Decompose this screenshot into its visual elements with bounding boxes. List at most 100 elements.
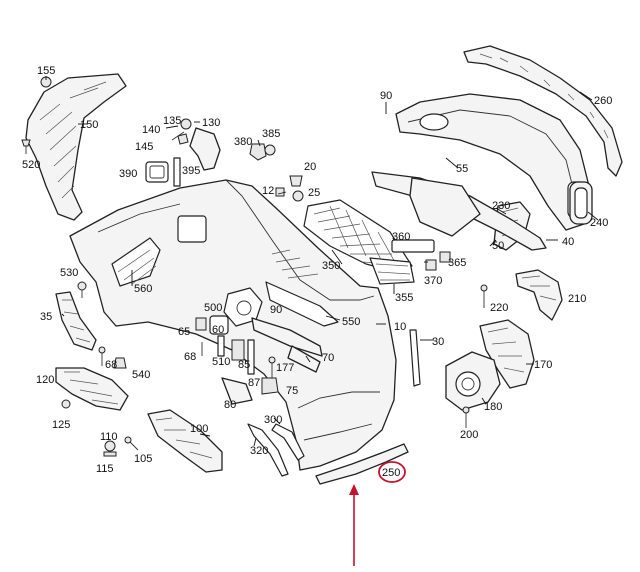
part-320-molding — [247, 423, 289, 477]
label-75: 75 — [286, 385, 298, 397]
label-200: 200 — [460, 429, 478, 441]
part-90-bracket — [251, 317, 323, 357]
part-40-lower-molding — [371, 171, 547, 251]
part-35-side-bracket — [55, 291, 97, 351]
label-90-mid: 90 — [270, 304, 282, 316]
label-380: 380 — [234, 136, 252, 148]
label-177: 177 — [276, 362, 294, 374]
label-12: 12 — [262, 185, 274, 197]
label-145: 145 — [135, 141, 153, 153]
label-150: 150 — [80, 119, 98, 131]
label-520: 520 — [22, 159, 40, 171]
label-25: 25 — [308, 187, 320, 199]
label-390: 390 — [119, 168, 137, 180]
part-30-rod — [409, 329, 421, 387]
part-80-bracket — [221, 377, 253, 405]
label-550: 550 — [342, 316, 360, 328]
label-155: 155 — [37, 65, 55, 77]
label-210: 210 — [568, 293, 586, 305]
part-105-screw — [124, 436, 139, 451]
label-10: 10 — [394, 321, 406, 333]
part-300-strip — [271, 423, 305, 461]
label-65: 65 — [178, 326, 190, 338]
part-labels: 155 150 520 140 135 130 145 390 395 380 … — [22, 65, 612, 475]
label-135: 135 — [163, 115, 181, 127]
label-85: 85 — [238, 359, 250, 371]
label-230: 230 — [492, 200, 510, 212]
part-60-sensor-bracket — [195, 315, 229, 356]
label-70: 70 — [322, 352, 334, 364]
part-130-sensor-holder — [171, 118, 221, 171]
part-355-grille-lower — [369, 257, 415, 285]
part-510-rod — [217, 335, 245, 361]
label-120: 120 — [36, 374, 54, 386]
label-30: 30 — [432, 336, 444, 348]
label-80: 80 — [224, 399, 236, 411]
part-68-screw-left — [98, 346, 106, 366]
label-100: 100 — [190, 423, 208, 435]
label-105: 105 — [134, 453, 152, 465]
label-68-mid: 68 — [184, 351, 196, 363]
part-120-bracket — [55, 367, 129, 411]
part-220-bolt — [480, 284, 488, 308]
part-360-bracket — [391, 239, 451, 271]
label-510: 510 — [212, 356, 230, 368]
part-530-screw — [77, 281, 87, 298]
arrow-head — [349, 484, 359, 495]
highlight-callout: 250 — [349, 461, 406, 566]
part-540-clip — [113, 357, 127, 369]
label-500: 500 — [204, 302, 222, 314]
label-68-left: 68 — [105, 359, 117, 371]
label-360: 360 — [392, 231, 410, 243]
part-100-bracket — [147, 409, 223, 473]
label-395: 395 — [182, 165, 200, 177]
label-55: 55 — [456, 163, 468, 175]
part-560-cover — [97, 203, 181, 233]
part-20-clip — [275, 175, 304, 202]
label-355: 355 — [395, 292, 413, 304]
part-70-bracket — [287, 345, 321, 373]
label-350: 350 — [322, 260, 340, 272]
label-170: 170 — [534, 359, 552, 371]
label-180: 180 — [484, 401, 502, 413]
part-240-tailpipe-trim — [569, 181, 593, 225]
part-550-rail — [265, 281, 339, 327]
label-250: 250 — [382, 467, 400, 479]
part-177-bolt — [268, 356, 276, 378]
label-130: 130 — [202, 117, 220, 129]
part-380-clip — [249, 143, 276, 161]
part-170-bracket — [479, 319, 535, 389]
label-20: 20 — [304, 161, 316, 173]
part-87-rod — [247, 339, 255, 375]
label-240: 240 — [590, 217, 608, 229]
part-390-cover-plate — [145, 161, 169, 183]
label-140: 140 — [142, 124, 160, 136]
part-180-housing — [445, 351, 501, 411]
part-210-bracket — [515, 269, 563, 321]
label-90-top: 90 — [380, 90, 392, 102]
label-365: 365 — [448, 257, 466, 269]
label-385: 385 — [262, 128, 280, 140]
label-540: 540 — [132, 369, 150, 381]
label-125: 125 — [52, 419, 70, 431]
part-200-screw — [462, 406, 470, 428]
part-395-rod — [173, 157, 181, 187]
leader-lines — [45, 76, 599, 447]
part-150-left-bracket — [25, 73, 127, 221]
label-320: 320 — [250, 445, 268, 457]
highlight-ring — [378, 461, 406, 483]
label-50: 50 — [492, 240, 504, 252]
label-220: 220 — [490, 302, 508, 314]
part-250-lower-trim — [315, 443, 409, 485]
label-115: 115 — [96, 463, 114, 475]
label-560: 560 — [134, 283, 152, 295]
part-10-bumper-cover — [69, 179, 397, 471]
label-260: 260 — [594, 95, 612, 107]
label-530: 530 — [60, 267, 78, 279]
label-60: 60 — [212, 324, 224, 336]
label-35: 35 — [40, 311, 52, 323]
label-300: 300 — [264, 414, 282, 426]
part-520-screw — [21, 139, 31, 154]
label-40: 40 — [562, 236, 574, 248]
